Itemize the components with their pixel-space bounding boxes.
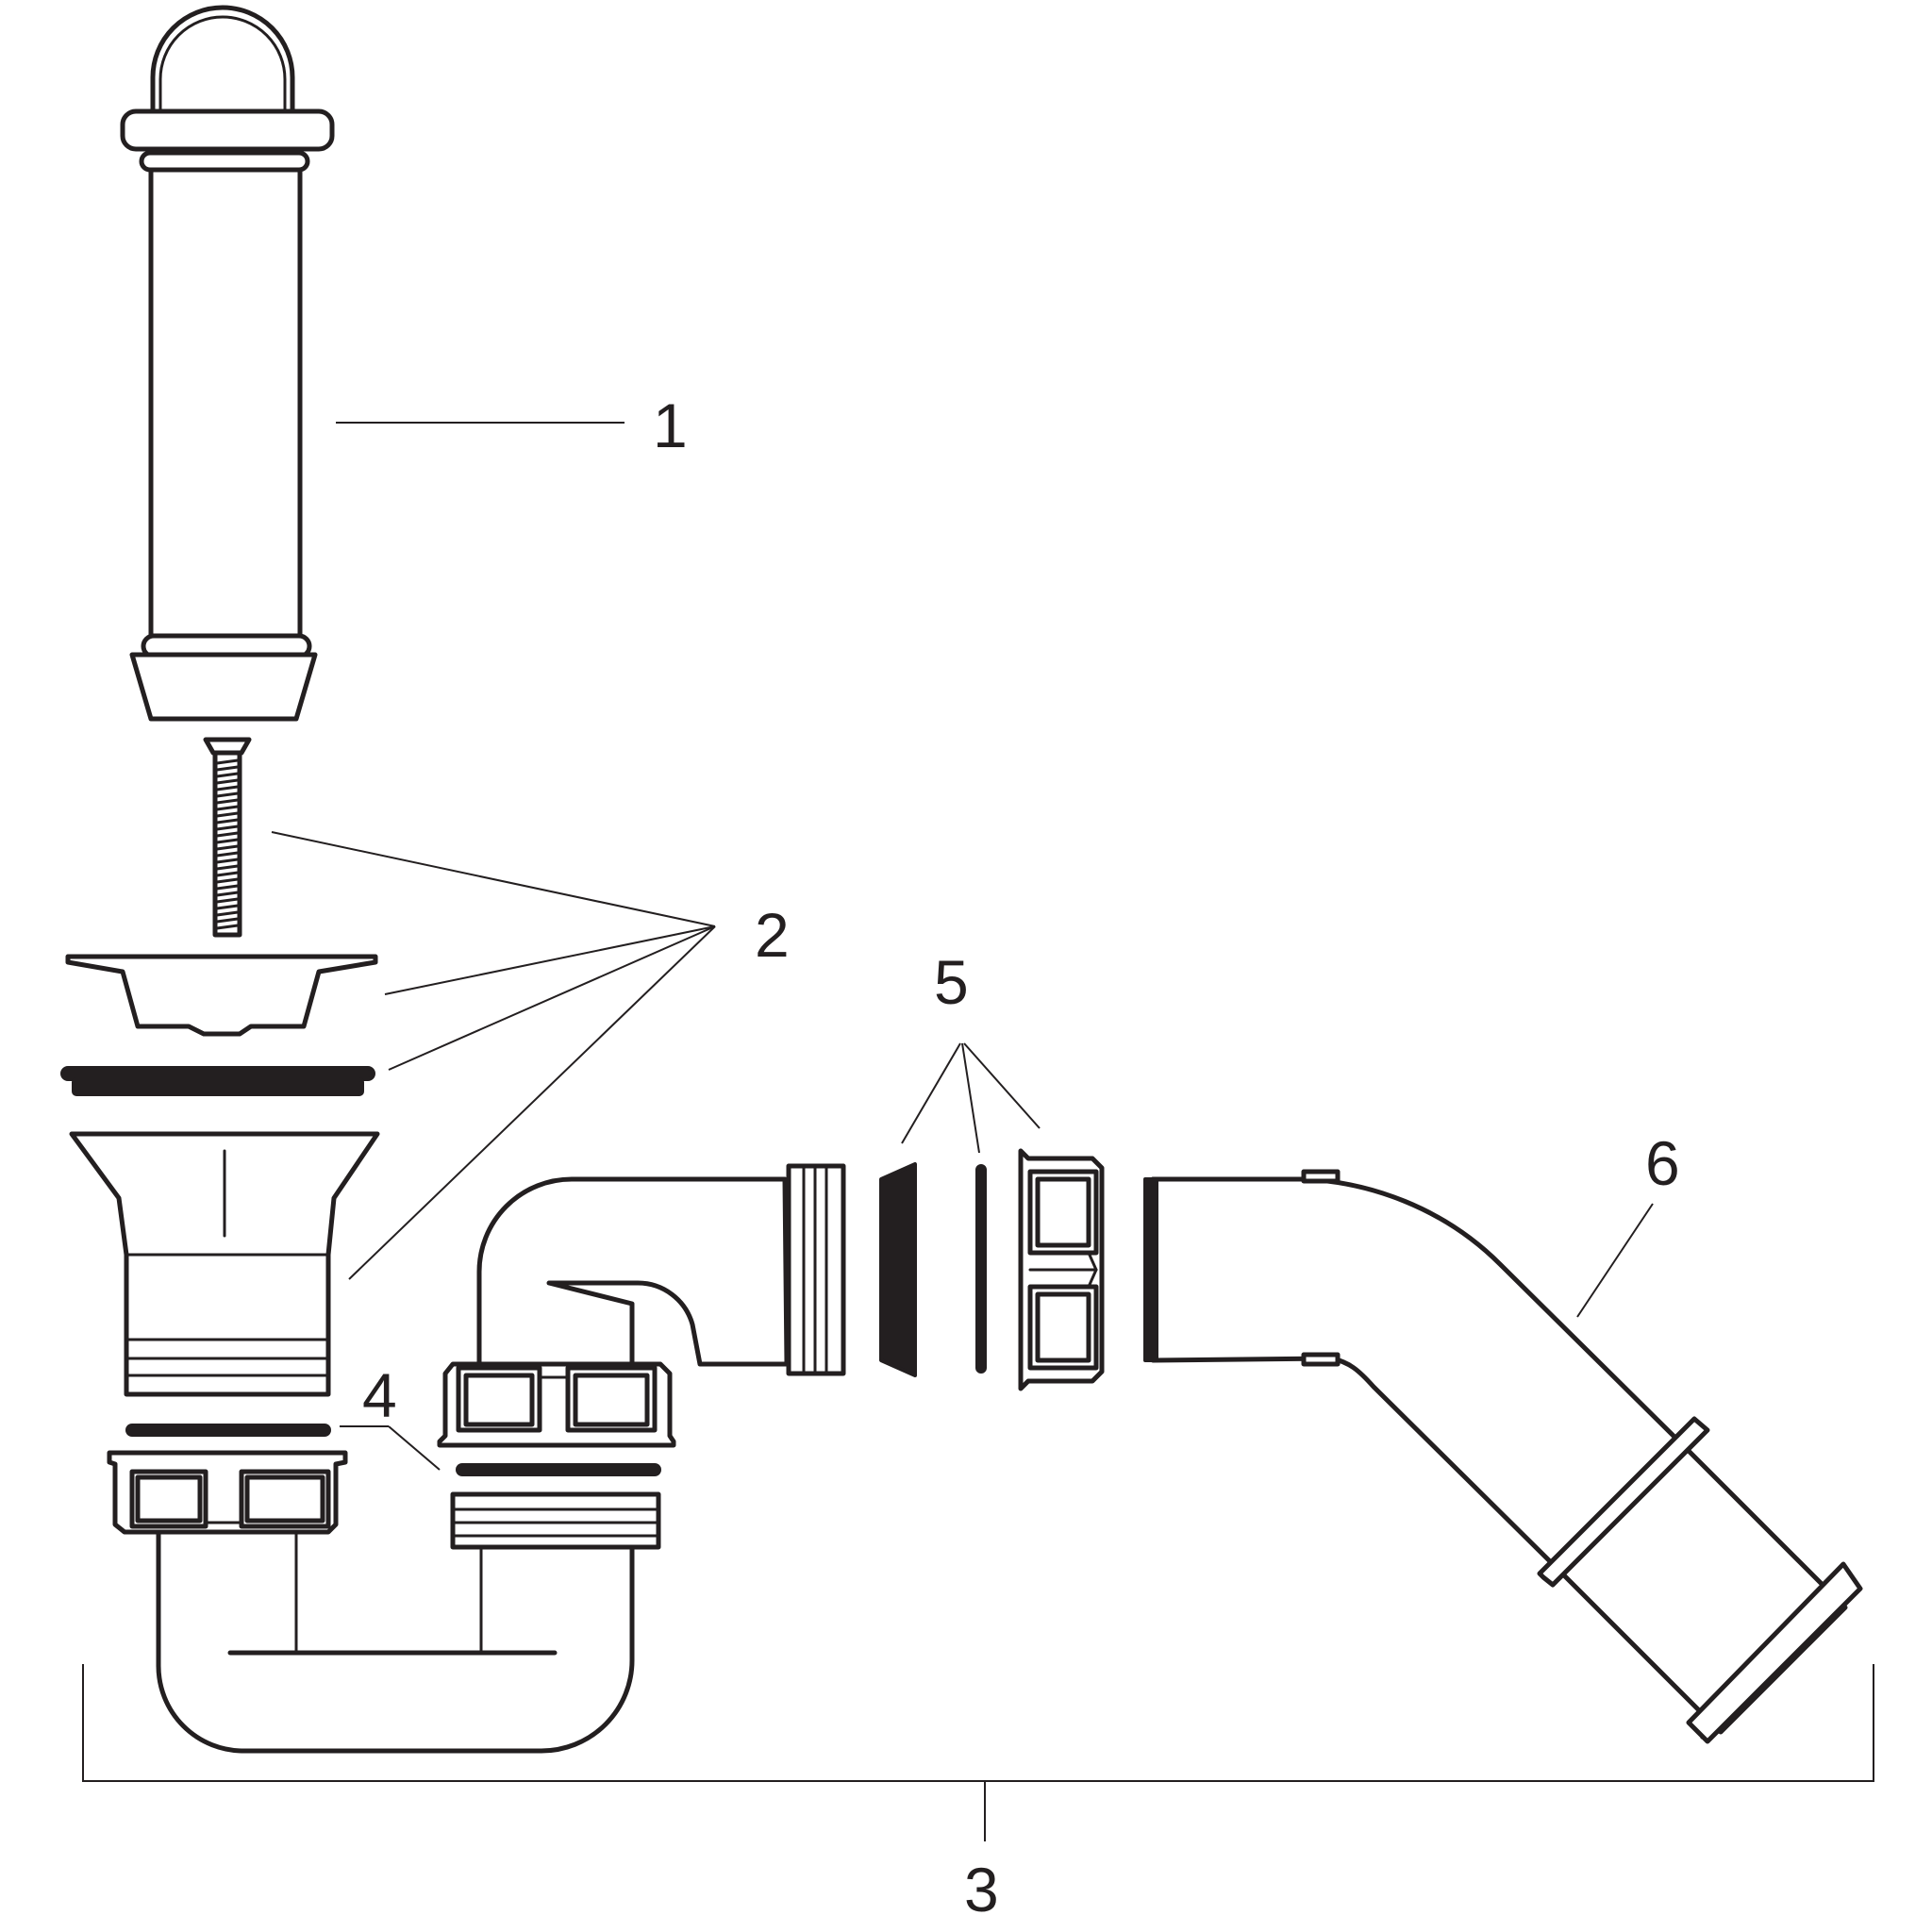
screw-thread <box>215 798 240 805</box>
callout-5: 5 <box>934 947 969 1017</box>
angled-outlet-pipe <box>1143 1169 1863 1744</box>
flange-gasket <box>60 1066 375 1096</box>
screw-thread <box>215 818 240 824</box>
strainer-screw <box>203 737 252 938</box>
trap-union-nut-left <box>107 1450 348 1535</box>
screw-thread <box>215 831 240 838</box>
callout-2: 2 <box>755 900 790 970</box>
screw-thread <box>215 785 240 791</box>
screw-thread <box>215 891 240 897</box>
screw-thread <box>215 897 240 904</box>
cone-washer <box>879 1162 917 1377</box>
screw-thread <box>215 858 240 864</box>
leader-2b <box>384 925 716 995</box>
leader-4b <box>388 1425 441 1471</box>
leader-5a <box>901 1042 961 1144</box>
outlet-body <box>69 1131 380 1397</box>
screw-thread <box>215 864 240 871</box>
screw-thread <box>215 904 240 910</box>
trap-upper-union-nut <box>437 1361 676 1448</box>
screw-thread <box>215 758 240 765</box>
screw-thread <box>215 924 240 930</box>
screw-thread <box>215 778 240 785</box>
leader-2c <box>388 925 716 1071</box>
leader-5c <box>963 1042 1041 1129</box>
screw-thread <box>215 772 240 778</box>
overflow-standpipe <box>120 5 335 722</box>
screw-thread <box>215 877 240 884</box>
leader-lines <box>82 422 1874 1841</box>
callout-4: 4 <box>362 1360 397 1430</box>
bracket-3 <box>82 1664 1874 1782</box>
screw-thread <box>215 805 240 811</box>
callout-1: 1 <box>653 391 688 460</box>
strainer-grate <box>65 954 378 1037</box>
slip-washers <box>125 1424 661 1476</box>
screw-thread <box>215 838 240 844</box>
screw-thread <box>215 871 240 877</box>
leader-2d <box>348 925 716 1280</box>
screw-thread <box>215 910 240 917</box>
trap-outlet-collar <box>786 1163 846 1376</box>
screw-thread <box>215 884 240 891</box>
screw-thread <box>215 791 240 798</box>
screw-thread <box>215 765 240 772</box>
union-nut <box>1018 1148 1105 1391</box>
screw-thread <box>215 844 240 851</box>
trap-riser-elbow <box>476 1176 790 1371</box>
callout-6: 6 <box>1645 1128 1680 1198</box>
leader-5b <box>961 1042 980 1154</box>
callout-labels: 1 2 3 4 5 6 <box>362 391 1680 1924</box>
trap-u-bend <box>156 1525 635 1754</box>
o-ring <box>975 1164 987 1374</box>
screw-thread <box>215 824 240 831</box>
screw-thread <box>215 851 240 858</box>
screw-thread <box>215 917 240 924</box>
callout-3: 3 <box>964 1855 999 1924</box>
screw-thread <box>215 811 240 818</box>
leader-6 <box>1576 1203 1654 1318</box>
leader-2a <box>271 831 716 927</box>
trap-threaded-collar <box>450 1491 661 1550</box>
